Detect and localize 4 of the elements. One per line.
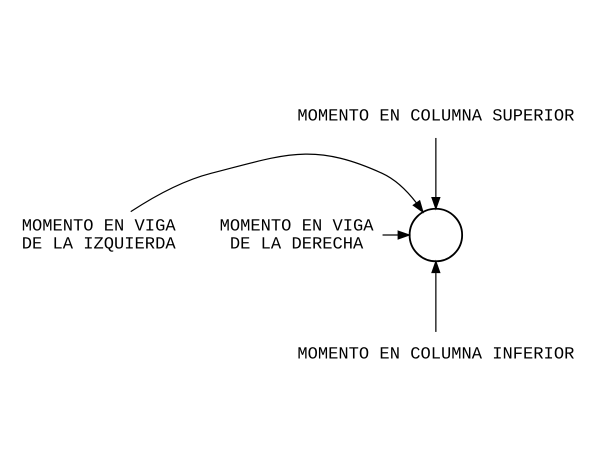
node-text: MOMENTO EN COLUMNA SUPERIOR <box>297 106 574 126</box>
node-text: MOMENTO EN COLUMNA INFERIOR <box>297 345 574 364</box>
node-text: MOMENTO EN VIGA DE LA DERECHA <box>220 216 374 254</box>
node-text: MOMENTO EN VIGA DE LA IZQUIERDA <box>22 216 176 254</box>
